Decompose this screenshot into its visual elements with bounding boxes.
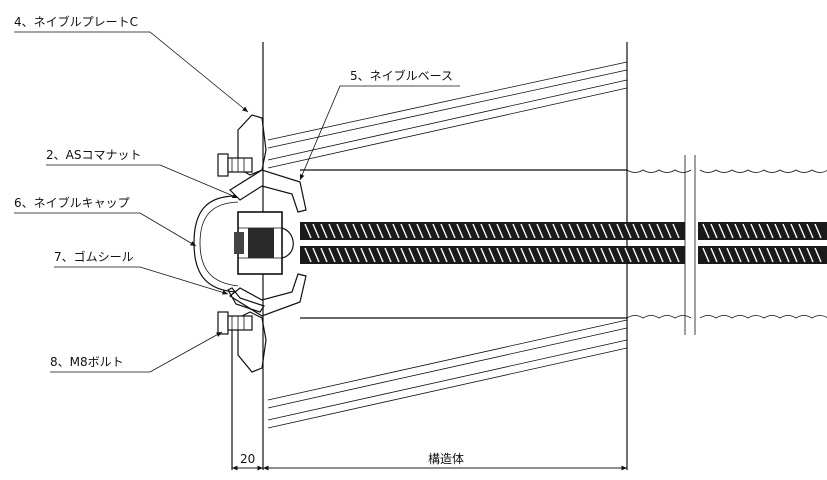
leader-nut xyxy=(46,164,239,199)
lower-wavy-boundary xyxy=(626,315,827,319)
threaded-bar-lower xyxy=(300,246,827,264)
leader-seal xyxy=(54,266,229,295)
upper-wavy-boundary xyxy=(626,169,827,173)
nable-base-lower xyxy=(228,273,307,317)
leader-plate xyxy=(14,31,249,113)
threaded-bar-upper xyxy=(300,222,827,240)
rubber-seal xyxy=(227,287,265,313)
nut-core xyxy=(248,228,274,258)
plate-c-lower xyxy=(237,311,267,373)
m8-bolt-upper xyxy=(217,153,253,177)
label-plate: 4、ネイブルプレートC xyxy=(14,14,138,29)
svg-text:構造体: 構造体 xyxy=(428,452,464,466)
upper-cone xyxy=(267,61,628,171)
dimension-structure: 構造体 xyxy=(263,452,627,471)
lower-cone xyxy=(267,317,628,429)
m8-bolt-lower xyxy=(217,311,253,335)
label-base: 5、ネイブルベース xyxy=(350,68,453,83)
svg-text:20: 20 xyxy=(240,452,255,466)
leader-base xyxy=(299,85,460,181)
label-nut: 2、ASコマナット xyxy=(46,148,141,162)
label-seal: 7、ゴムシール xyxy=(54,249,134,264)
nable-cap-inner xyxy=(199,201,239,287)
leader-bolt xyxy=(50,331,223,373)
nable-base xyxy=(229,169,307,213)
leader-cap xyxy=(14,212,197,247)
label-bolt: 8、M8ボルト xyxy=(50,355,124,369)
label-cap: 6、ネイブルキャップ xyxy=(14,195,130,210)
dimension-offset: 20 xyxy=(232,452,263,471)
